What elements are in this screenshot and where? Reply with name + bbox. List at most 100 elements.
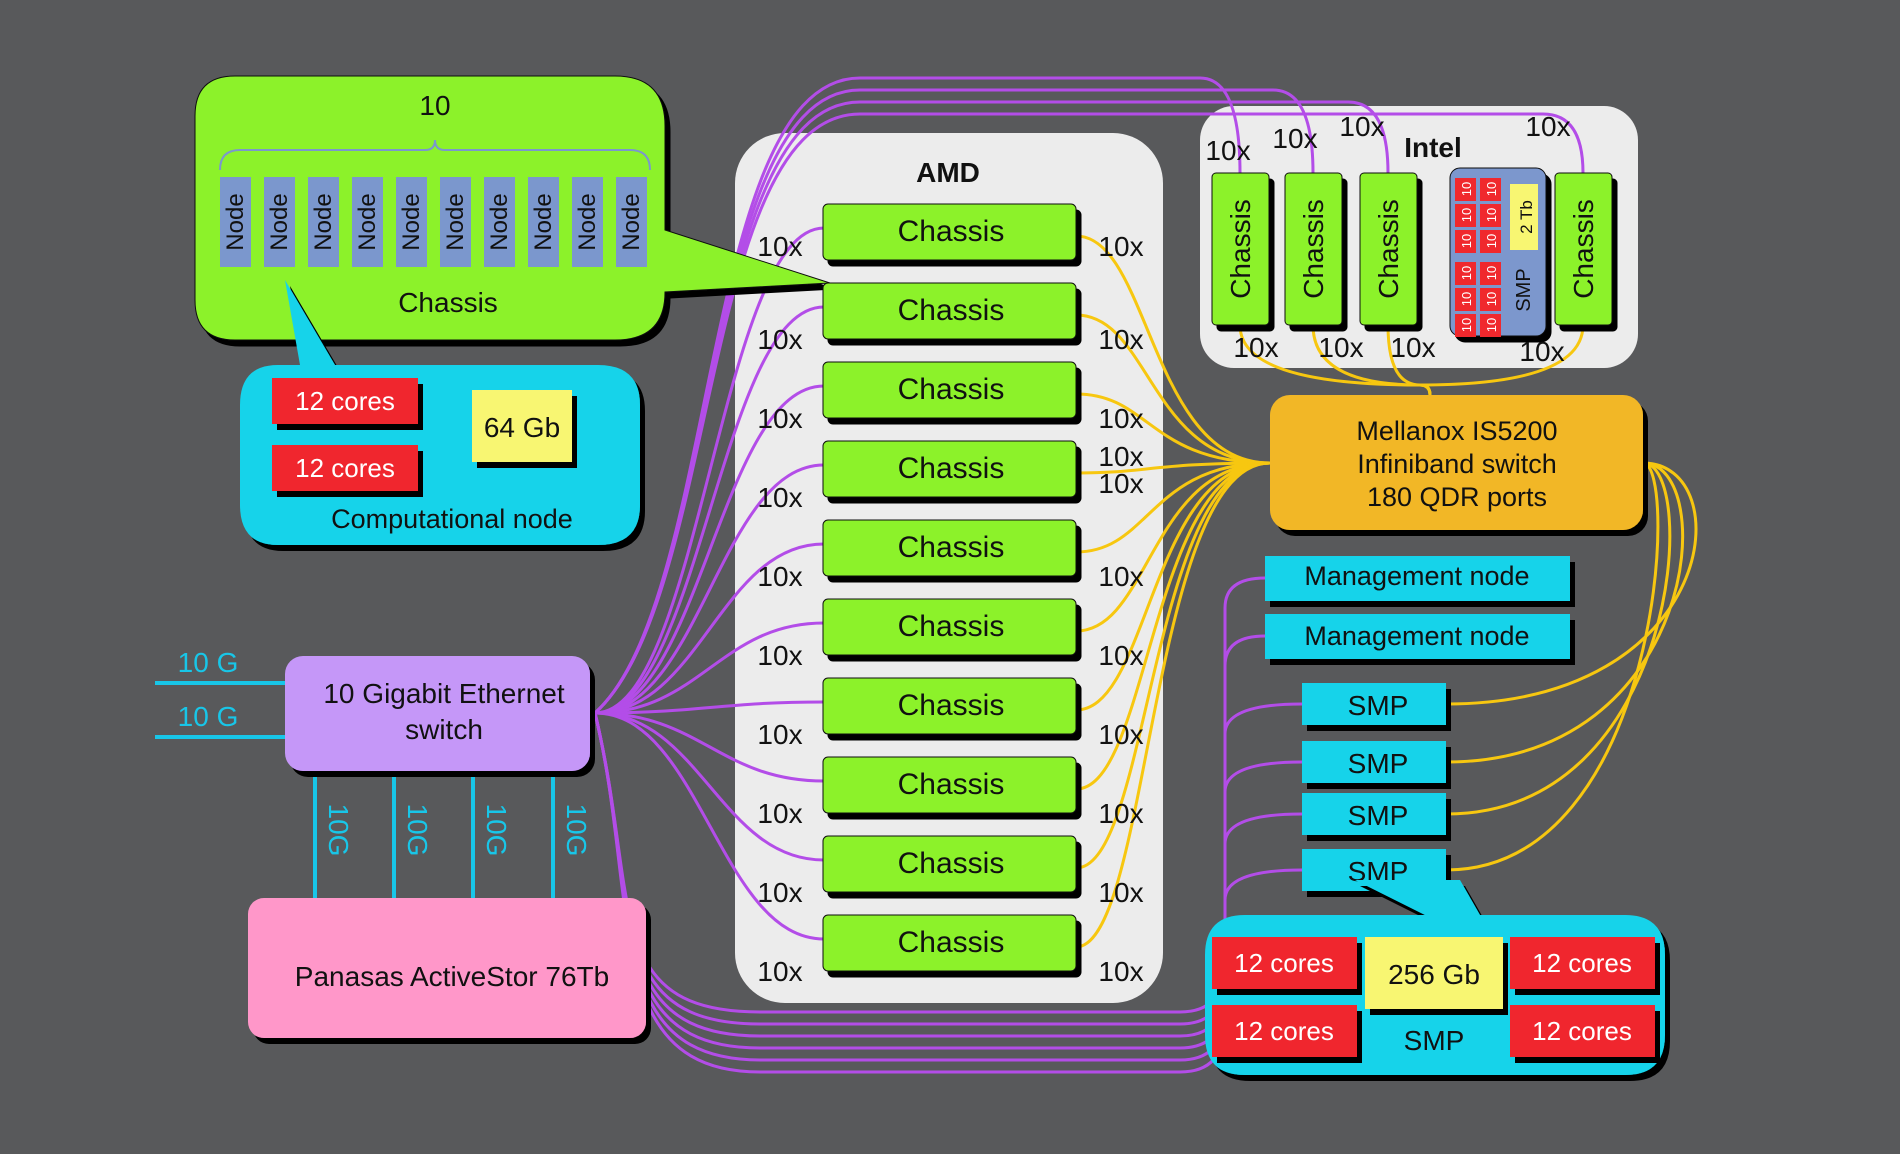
smp-cell-label: 10	[1484, 318, 1499, 332]
ethernet-links	[593, 76, 1585, 1074]
amd-chassis-label: Chassis	[898, 926, 1005, 959]
small-node-label: Node	[442, 193, 469, 250]
infiniband-switch-line: 180 QDR ports	[1367, 482, 1547, 512]
intel-top-multiplier: 10x	[1272, 123, 1317, 154]
ethernet-link	[594, 711, 825, 783]
smp-node-label: SMP	[1348, 748, 1409, 779]
eth-multiplier: 10x	[757, 798, 802, 829]
smp-cell-label: 10	[1484, 292, 1499, 306]
smp-cell	[1455, 262, 1476, 285]
small-node-label: Node	[486, 193, 513, 250]
core-label: 12 cores	[1234, 1016, 1334, 1046]
infiniband-link	[1075, 234, 1271, 465]
infiniband-switch-line: Mellanox IS5200	[1356, 416, 1557, 446]
amd-chassis-label: Chassis	[898, 689, 1005, 722]
ethernet-link	[594, 711, 825, 862]
smp-cell-label: 10	[1459, 234, 1474, 248]
amd-chassis	[822, 282, 1077, 340]
smp-cell-label: 10	[1484, 266, 1499, 280]
eth-multiplier: 10x	[757, 719, 802, 750]
ethernet-switch-line: 10 Gigabit Ethernet	[323, 678, 564, 709]
intel-top-multiplier: 10x	[1525, 111, 1570, 142]
ethernet-link-intel	[593, 112, 1585, 715]
ethernet-link	[594, 711, 825, 941]
intel-chassis-label: Chassis	[1298, 199, 1329, 299]
small-node-label: Node	[354, 193, 381, 250]
eth-multiplier: 10x	[757, 956, 802, 987]
infiniband-link-smp	[1445, 461, 1685, 764]
core-block	[272, 445, 418, 491]
ethernet-link-mgmt	[593, 712, 1303, 1074]
storage-label: Panasas ActiveStor 76Tb	[295, 961, 609, 992]
small-node	[572, 177, 603, 267]
small-node-label: Node	[530, 193, 557, 250]
intel-bottom-multiplier: 10x	[1233, 332, 1278, 363]
amd-chassis	[822, 361, 1077, 419]
core-block	[272, 378, 418, 424]
management-node	[1265, 556, 1570, 601]
amd-chassis	[822, 598, 1077, 656]
infiniband-link-smp	[1445, 461, 1672, 816]
ib-multiplier: 10x	[1098, 403, 1143, 434]
smp-cell-label: 10	[1459, 266, 1474, 280]
eth-multiplier: 10x	[757, 561, 802, 592]
ib-multiplier: 10x	[1098, 798, 1143, 829]
smp-cell-label: 10	[1484, 182, 1499, 196]
ethernet-link	[594, 226, 825, 715]
ib-multiplier: 10x	[1098, 719, 1143, 750]
ib-multiplier: 10x	[1098, 468, 1143, 499]
small-node	[528, 177, 559, 267]
amd-title: AMD	[916, 157, 980, 188]
uplink-label: 10 G	[178, 647, 239, 678]
small-node-label: Node	[266, 193, 293, 250]
amd-chassis	[822, 519, 1077, 577]
smp-cell	[1480, 178, 1501, 201]
amd-chassis-label: Chassis	[898, 452, 1005, 485]
intel-smp-storage-label: 2 Tb	[1517, 200, 1536, 234]
intel-chassis	[1359, 172, 1418, 326]
ib-multiplier: 10x	[1098, 561, 1143, 592]
intel-title: Intel	[1404, 132, 1462, 163]
memory-label: 256 Gb	[1388, 959, 1480, 990]
intel-bottom-multiplier: 10x	[1318, 332, 1363, 363]
ib-multiplier: 10x	[1098, 956, 1143, 987]
infiniband-links	[1075, 234, 1698, 949]
amd-chassis-label: Chassis	[898, 294, 1005, 327]
ethernet-link	[594, 621, 825, 715]
infiniband-switch	[1270, 395, 1643, 530]
smp-cell	[1455, 204, 1476, 227]
core-block	[1510, 1005, 1655, 1057]
amd-chassis-label: Chassis	[898, 847, 1005, 880]
core-block	[1510, 937, 1655, 989]
eth-multiplier: 10x	[757, 482, 802, 513]
ethernet-link	[594, 305, 825, 715]
smp-cell	[1455, 230, 1476, 253]
memory-block	[1365, 937, 1503, 1009]
intel-chassis-label: Chassis	[1373, 199, 1404, 299]
eth-multiplier: 10x	[757, 403, 802, 434]
eth-multiplier: 10x	[757, 877, 802, 908]
core-block	[1212, 937, 1357, 989]
smp-cell-label: 10	[1459, 318, 1474, 332]
intel-chassis-label: Chassis	[1225, 199, 1256, 299]
intel-chassis	[1211, 172, 1270, 326]
intel-bottom-multiplier: 10x	[1519, 336, 1564, 367]
small-node-label: Node	[574, 193, 601, 250]
small-node-label: Node	[310, 193, 337, 250]
smp-node-label: SMP	[1348, 800, 1409, 831]
ethernet-switch	[285, 656, 590, 771]
smp-node	[1302, 683, 1446, 725]
intel-smp-label: SMP	[1513, 268, 1535, 311]
ib-multiplier: 10x	[1098, 877, 1143, 908]
memory-label: 64 Gb	[484, 412, 560, 443]
smp-cell	[1480, 288, 1501, 311]
amd-chassis	[822, 677, 1077, 735]
smp-cell-label: 10	[1484, 234, 1499, 248]
amd-chassis-label: Chassis	[898, 373, 1005, 406]
storage-link-label: 10G	[561, 804, 592, 857]
smp-cell	[1480, 230, 1501, 253]
infiniband-link	[1075, 461, 1271, 554]
